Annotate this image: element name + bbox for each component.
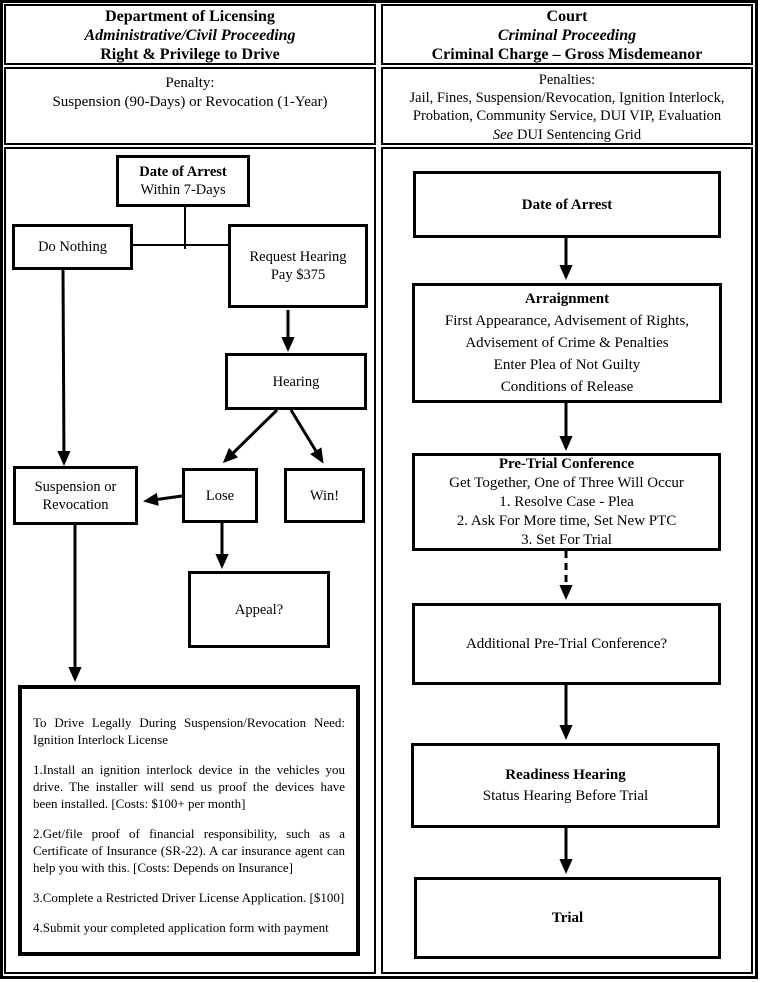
node-line2: 1. Resolve Case - Plea [499,493,634,510]
arrow-do-nothing-to-suspension [57,269,71,466]
penalties-line1: Jail, Fines, Suspension/Revocation, Igni… [409,90,725,107]
node-line1: Request Hearing [249,249,347,265]
node-line1: First Appearance, Advisement of Rights, [444,313,690,329]
dol-title: Department of Licensing [105,8,275,25]
court-flowchart-cell: Date of Arrest Arraignment First Appeara… [381,147,753,974]
flow-node-arraignment: Arraignment First Appearance, Advisement… [412,283,722,403]
penalty-text: Suspension (90-Days) or Revocation (1-Ye… [52,94,328,110]
flow-node-trial: Trial [414,877,721,959]
node-subtitle: Status Hearing Before Trial [482,787,649,804]
info-step-4: 4.Submit your completed application form… [33,920,329,935]
dol-subtitle: Administrative/Civil Proceeding [84,27,296,44]
node-subtitle: Within 7-Days [140,182,226,198]
arrow-hearing-to-win [289,409,324,464]
node-line3: 2. Ask For More time, Set New PTC [456,512,677,529]
node-label: Appeal? [234,601,284,618]
dol-penalty-cell: Penalty: Suspension (90-Days) or Revocat… [4,67,376,145]
arrow-hearing-to-lose [222,408,279,464]
court-title: Court [546,8,588,25]
flow-node-win: Win! [284,468,365,523]
court-penalties-cell: Penalties: Jail, Fines, Suspension/Revoc… [381,67,753,145]
info-intro: To Drive Legally During Suspension/Revoc… [33,715,345,747]
penalties-label: Penalties: [538,72,596,88]
ignition-interlock-info-box: To Drive Legally During Suspension/Revoc… [18,685,360,956]
node-label: Hearing [272,373,320,390]
flow-node-hearing: Hearing [225,353,367,410]
see-reference: See [492,126,514,143]
node-line1: Suspension or [34,478,117,495]
dol-tagline: Right & Privilege to Drive [100,46,280,63]
penalty-label: Penalty: [165,75,215,91]
flow-node-pretrial-conference: Pre-Trial Conference Get Together, One o… [412,453,721,551]
info-step-1: 1.Install an ignition interlock device i… [33,762,345,811]
flow-node-appeal: Appeal? [188,571,330,648]
node-line3: Enter Plea of Not Guilty [493,357,641,373]
node-title: Pre-Trial Conference [498,455,635,472]
node-title: Readiness Hearing [505,766,626,783]
info-step-2: 2.Get/file proof of financial responsibi… [33,826,345,875]
node-label: Win! [309,487,340,504]
penalties-line2: Probation, Community Service, DUI VIP, E… [412,108,722,125]
node-label: Do Nothing [38,239,107,255]
flow-node-date-of-arrest-dol: Date of Arrest Within 7-Days [116,155,250,207]
flow-node-do-nothing: Do Nothing [12,224,133,270]
node-line2: Revocation [42,496,109,513]
node-line4: 3. Set For Trial [521,531,612,548]
flow-node-lose: Lose [182,468,258,523]
flow-node-request-hearing: Request Hearing Pay $375 [228,224,368,308]
node-line2: Advisement of Crime & Penalties [465,335,669,351]
arrow-lose-to-suspension [143,492,183,506]
court-flow-connectors [559,238,573,874]
node-line2: Pay $375 [270,267,326,283]
dol-header-cell: Department of Licensing Administrative/C… [4,4,376,65]
node-line4: Conditions of Release [500,379,634,395]
flow-node-additional-pretrial: Additional Pre-Trial Conference? [412,603,721,685]
flow-node-readiness-hearing: Readiness Hearing Status Hearing Before … [411,743,720,828]
flow-node-suspension-revocation: Suspension or Revocation [13,466,138,525]
node-line1: Get Together, One of Three Will Occur [449,474,684,491]
court-subtitle: Criminal Proceeding [497,27,637,44]
node-title: Arraignment [524,291,610,307]
node-label: Trial [551,910,584,926]
info-step-3: 3.Complete a Restricted Driver License A… [33,890,345,905]
connector-date-to-options [133,207,228,249]
flow-node-date-of-arrest-court: Date of Arrest [413,171,721,238]
dol-flowchart-cell: Date of Arrest Within 7-Days Do Nothing … [4,147,376,974]
node-label: Additional Pre-Trial Conference? [465,636,668,652]
node-title: Date of Arrest [139,164,227,180]
court-header-cell: Court Criminal Proceeding Criminal Charg… [381,4,753,65]
court-charge: Criminal Charge – Gross Misdemeanor [431,46,703,63]
node-label: Date of Arrest [521,196,613,213]
sentencing-grid-reference: DUI Sentencing Grid [517,126,642,143]
node-label: Lose [205,487,235,504]
